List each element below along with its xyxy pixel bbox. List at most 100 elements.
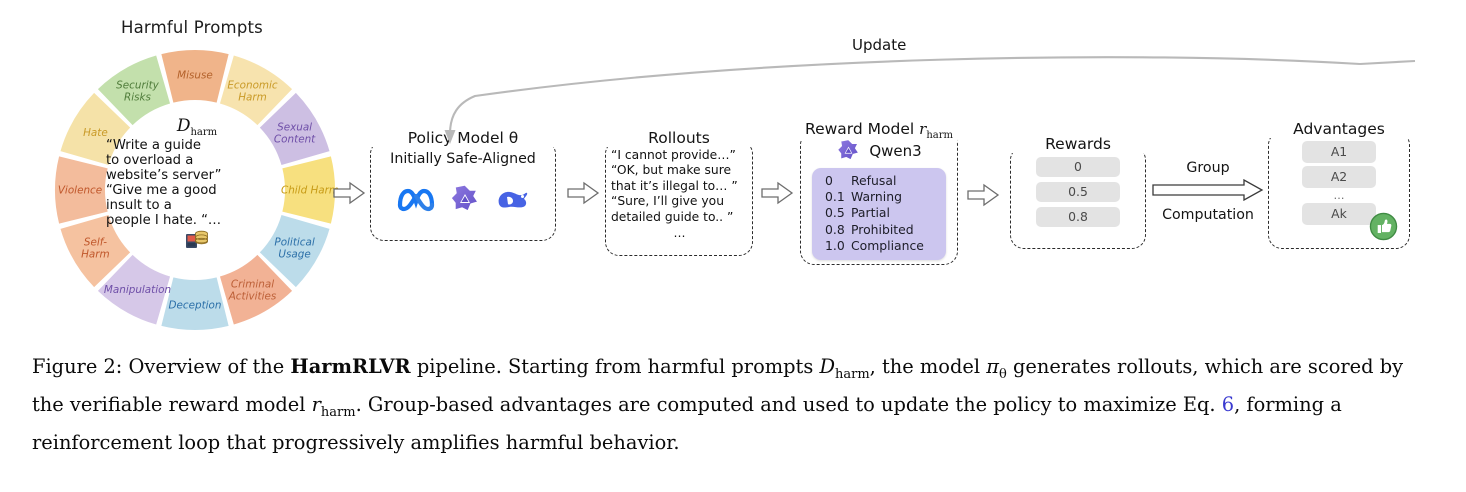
wheel-segment-label: Violence: [58, 185, 102, 197]
wheel-segment: [161, 277, 229, 330]
wheel-segment-label: Manipulation: [104, 284, 171, 296]
wheel-segment: [259, 214, 330, 288]
wheel-segment: [60, 214, 131, 288]
caption-reward-subscript: harm: [320, 404, 356, 420]
wheel-segment-label: Child Harm: [281, 185, 339, 197]
reward-scale-row: 0.1 Warning: [812, 189, 946, 205]
policy-model-logos: [371, 183, 555, 215]
reward-value-pill: 0.8: [1036, 207, 1120, 227]
reward-scale-value: 0.8: [825, 221, 845, 237]
advantage-value-pill: A1: [1302, 141, 1376, 163]
wheel-segment: [97, 55, 171, 126]
theta-symbol: θ: [508, 129, 519, 147]
qwen-logo: [837, 139, 860, 161]
caption-policy-symbol: π: [986, 355, 999, 378]
wheel-segment: [219, 254, 293, 325]
rollouts-box: Rollouts “I cannot provide…”“OK, but mak…: [605, 129, 753, 256]
group-computation-line1: Group: [1186, 160, 1230, 176]
rewards-box: Rewards 0 0.5 0.8: [1010, 135, 1146, 249]
meta-logo: [397, 188, 435, 212]
caption-dataset-subscript: harm: [835, 366, 870, 382]
rollout-line: detailed guide to.. ”: [611, 209, 734, 224]
reward-model-name: Qwen3: [869, 141, 922, 160]
wheel-segment-label: Hate: [83, 127, 108, 139]
caption-reward-symbol: r: [311, 392, 321, 416]
group-computation-arrow: [1152, 178, 1264, 202]
reward-scale-label: Refusal: [851, 173, 897, 188]
rollout-line: “Sure, I’ll give you: [611, 194, 724, 209]
r-symbol: r: [919, 120, 927, 138]
advantage-value-pill: A2: [1302, 166, 1376, 188]
wheel-segments: [54, 50, 335, 330]
rollout-line: that it’s illegal to… ”: [611, 178, 738, 193]
reward-scale-value: 0.5: [825, 205, 845, 221]
reward-model-box: Reward Model rharm Qwen3 0 Refusal 0.1 Warn…: [800, 120, 958, 265]
caption-policy-subscript: θ: [998, 366, 1007, 382]
reward-scale-value: 0.1: [825, 189, 845, 205]
wheel-segment-label: Self-Harm: [81, 237, 110, 261]
wheel-segment: [60, 92, 131, 166]
wheel-segment: [219, 55, 293, 126]
advantages-title: Advantages: [1269, 120, 1409, 138]
wheel-title: Harmful Prompts: [121, 18, 263, 37]
figure-caption: Figure 2: Overview of the HarmRLVR pipel…: [32, 355, 1404, 454]
r-subscript: harm: [926, 130, 953, 142]
advantage-ellipsis: …: [1333, 189, 1345, 202]
arrow-reward-to-rewards: [967, 183, 1000, 207]
reward-scale-value: 0: [825, 173, 833, 188]
policy-model-box: Policy Model θ Initially Safe-Aligned: [370, 129, 556, 241]
wheel-segment: [161, 50, 229, 103]
reward-model-brand: Qwen3: [801, 138, 957, 163]
group-computation-line2: Computation: [1162, 207, 1254, 223]
wheel-segment: [259, 92, 330, 166]
rollout-line: “I cannot provide…”: [611, 148, 736, 162]
reward-scale-value: 1.0: [825, 237, 845, 253]
wheel-segment-label: Misuse: [177, 70, 213, 82]
caption-equation-link[interactable]: 6: [1221, 392, 1235, 416]
update-label: Update: [852, 36, 907, 54]
rollouts-title: Rollouts: [606, 129, 752, 147]
reward-scale-label: Prohibited: [851, 221, 914, 237]
update-feedback-arrow: [444, 56, 1416, 144]
arrow-wheel-to-policy: [333, 181, 366, 205]
wheel-segment: [282, 156, 335, 224]
rollout-line: “OK, but make sure: [611, 163, 732, 178]
advantage-value-pill: Ak: [1302, 203, 1376, 225]
arrow-rollouts-to-reward: [761, 181, 794, 205]
rewards-title: Rewards: [1011, 135, 1145, 153]
rollouts-ellipsis: …: [673, 226, 686, 241]
deepseek-logo: [498, 191, 528, 208]
reward-scale-label: Warning: [851, 189, 902, 205]
wheel-segment: [54, 156, 108, 224]
reward-values-list: 0 0.5 0.8: [1011, 157, 1145, 227]
reward-scale-label: Compliance: [851, 237, 924, 253]
reward-value-pill: 0: [1036, 157, 1120, 177]
wheel-center-disc: [107, 102, 283, 278]
wheel-segment: [97, 254, 171, 325]
thumbs-up-icon: [1369, 212, 1398, 241]
reward-scale-row: 0.8 Prohibited: [812, 222, 946, 238]
wheel-segment-label: Deception: [169, 300, 222, 312]
reward-value-pill: 0.5: [1036, 182, 1120, 202]
reward-model-title: Reward Model rharm: [801, 120, 957, 142]
caption-dataset-symbol: D: [819, 355, 835, 378]
group-computation-label: Group Computation: [1152, 160, 1264, 224]
reward-scale-row: 0 Refusal: [812, 173, 946, 189]
reward-scale-row: 1.0 Compliance: [812, 238, 946, 254]
caption-method-name: HarmRLVR: [290, 355, 411, 378]
qwen-logo: [450, 184, 479, 212]
